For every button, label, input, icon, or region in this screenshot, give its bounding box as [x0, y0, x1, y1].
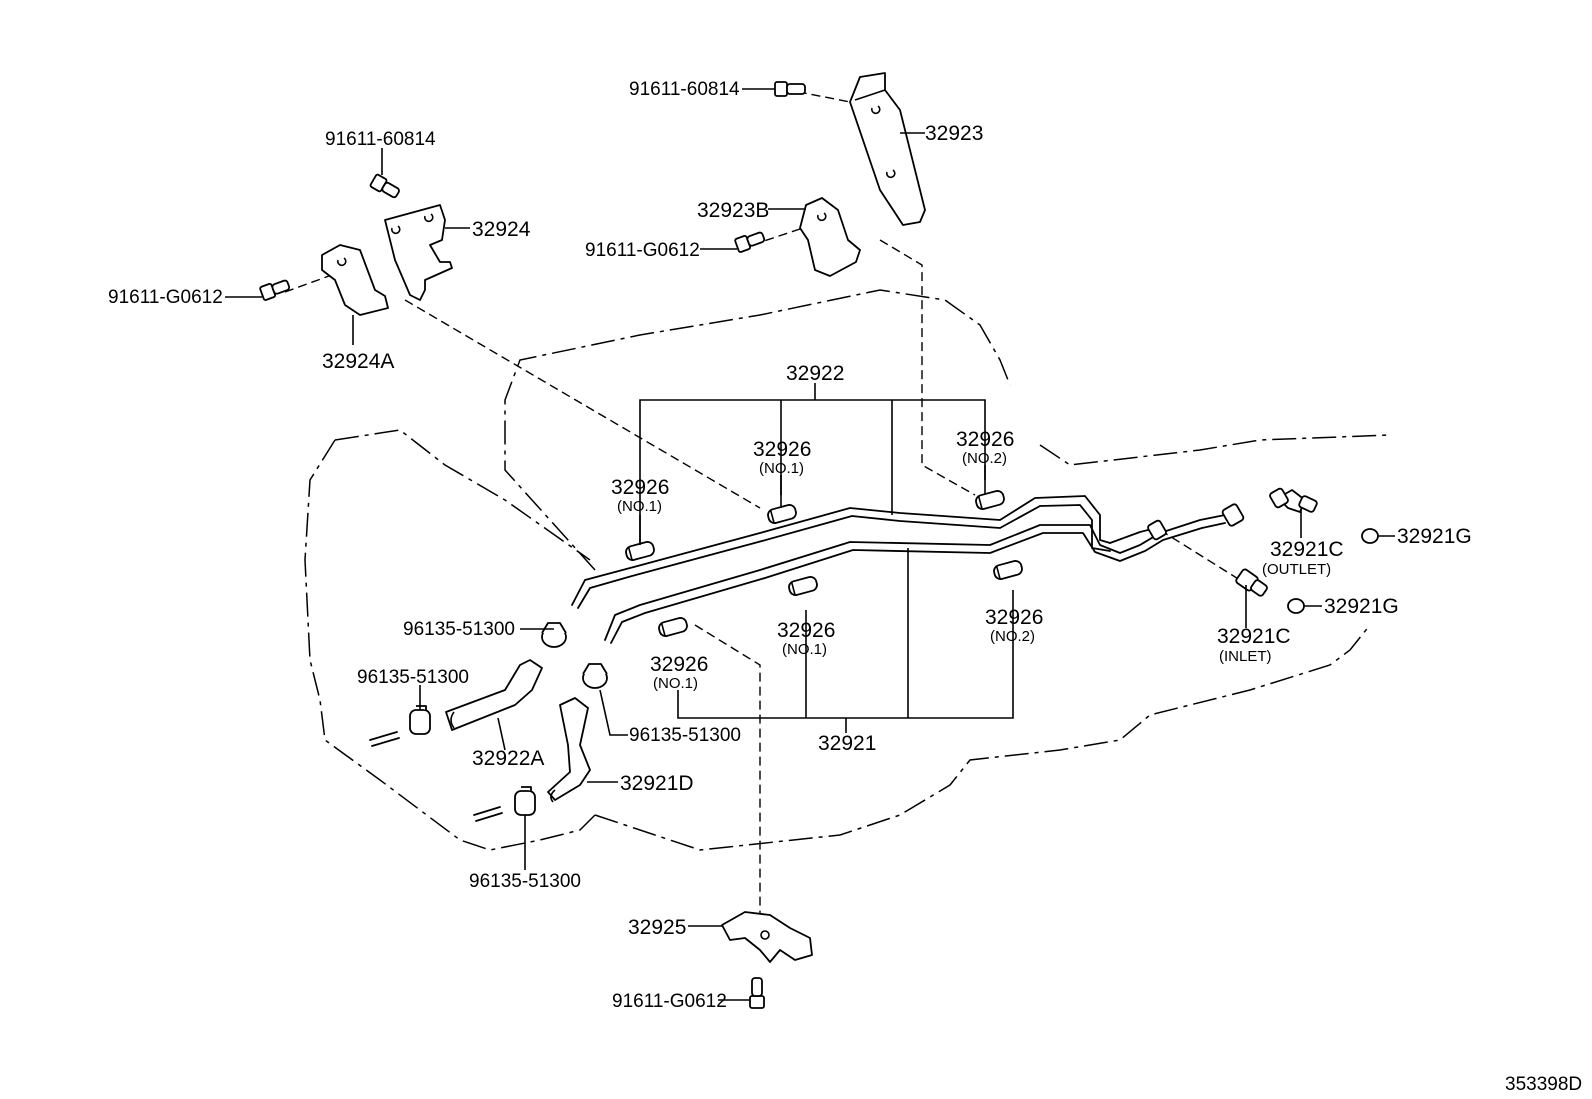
- label-32926-c-sub: (NO.2): [962, 450, 1007, 467]
- label-32921c-outlet-sub: (OUTLET): [1262, 561, 1331, 578]
- label-32923b[interactable]: 32923B: [697, 199, 769, 222]
- label-32926-a-sub: (NO.1): [617, 498, 662, 515]
- grommet-icons: [625, 490, 1023, 637]
- union-inlet-icon: [1235, 568, 1268, 597]
- label-32926-b[interactable]: 32926: [753, 438, 811, 461]
- label-32924a[interactable]: 32924A: [322, 350, 394, 373]
- label-32926-d-sub: (NO.1): [653, 675, 698, 692]
- label-32922[interactable]: 32922: [786, 362, 844, 385]
- union-outlet-icon: [1269, 487, 1318, 513]
- bracket-32922-lines: [639, 383, 986, 545]
- label-32926-c[interactable]: 32926: [956, 428, 1014, 451]
- label-clamp-3[interactable]: 96135-51300: [629, 725, 741, 746]
- label-32924[interactable]: 32924: [472, 218, 531, 241]
- label-32926-b-sub: (NO.1): [759, 460, 804, 477]
- label-32921g-inlet[interactable]: 32921G: [1324, 595, 1399, 618]
- label-clamp-2[interactable]: 96135-51300: [357, 667, 469, 688]
- label-32926-a[interactable]: 32926: [611, 476, 669, 499]
- bolt-top-icon: [774, 81, 806, 97]
- bracket-32921-lines: [677, 548, 1014, 733]
- label-32923[interactable]: 32923: [925, 122, 983, 145]
- label-32921[interactable]: 32921: [818, 732, 876, 755]
- bracket-32924a-icon: [321, 244, 389, 316]
- label-32926-e-sub: (NO.1): [782, 641, 827, 658]
- part-labels: 91611-60814 32923 91611-60814 32924 3292…: [108, 79, 1582, 1095]
- bracket-32923b-icon: [799, 197, 861, 277]
- hose-32922a-icon: [445, 659, 543, 731]
- bolt-left-icon: [259, 279, 291, 301]
- label-bolt-left-top[interactable]: 91611-60814: [325, 129, 436, 150]
- bolt-bottom-icon: [749, 977, 765, 1009]
- diagram-id: 353398D: [1505, 1074, 1582, 1095]
- label-bolt-bottom[interactable]: 91611-G0612: [612, 991, 727, 1012]
- label-32921c-outlet[interactable]: 32921C: [1270, 538, 1344, 561]
- label-32921g-outlet[interactable]: 32921G: [1397, 525, 1472, 548]
- label-32926-e[interactable]: 32926: [777, 619, 835, 642]
- union-fitting-icon: [1147, 503, 1245, 541]
- label-32921c-inlet[interactable]: 32921C: [1217, 625, 1291, 648]
- label-clamp-1[interactable]: 96135-51300: [403, 619, 515, 640]
- label-32926-f-sub: (NO.2): [990, 628, 1035, 645]
- clamp-icons: [409, 622, 608, 816]
- leader-lines: [225, 88, 1395, 1001]
- label-bolt-top[interactable]: 91611-60814: [629, 79, 740, 100]
- label-clamp-4[interactable]: 96135-51300: [469, 871, 581, 892]
- label-bolt-left[interactable]: 91611-G0612: [108, 287, 223, 308]
- clamp-32925-icon: [721, 911, 813, 963]
- label-32921d[interactable]: 32921D: [620, 772, 694, 795]
- dashed-connectors: [284, 88, 1241, 915]
- label-32926-f[interactable]: 32926: [985, 606, 1043, 629]
- label-32921c-inlet-sub: (INLET): [1219, 648, 1272, 665]
- bracket-32924-icon: [384, 204, 453, 301]
- bolt-left-top-icon: [369, 173, 400, 199]
- pipe-stubs-icon: [369, 731, 503, 822]
- bracket-32923-icon: [849, 72, 926, 226]
- oring-inlet-icon: [1287, 598, 1305, 614]
- hose-32921d-icon: [547, 697, 591, 803]
- bolt-mid-icon: [734, 231, 766, 253]
- transmission-outline: [304, 289, 1391, 851]
- label-32925[interactable]: 32925: [628, 916, 686, 939]
- label-bolt-mid[interactable]: 91611-G0612: [585, 240, 700, 261]
- oring-outlet-icon: [1361, 528, 1379, 544]
- label-32922a[interactable]: 32922A: [472, 747, 544, 770]
- label-32926-d[interactable]: 32926: [650, 653, 708, 676]
